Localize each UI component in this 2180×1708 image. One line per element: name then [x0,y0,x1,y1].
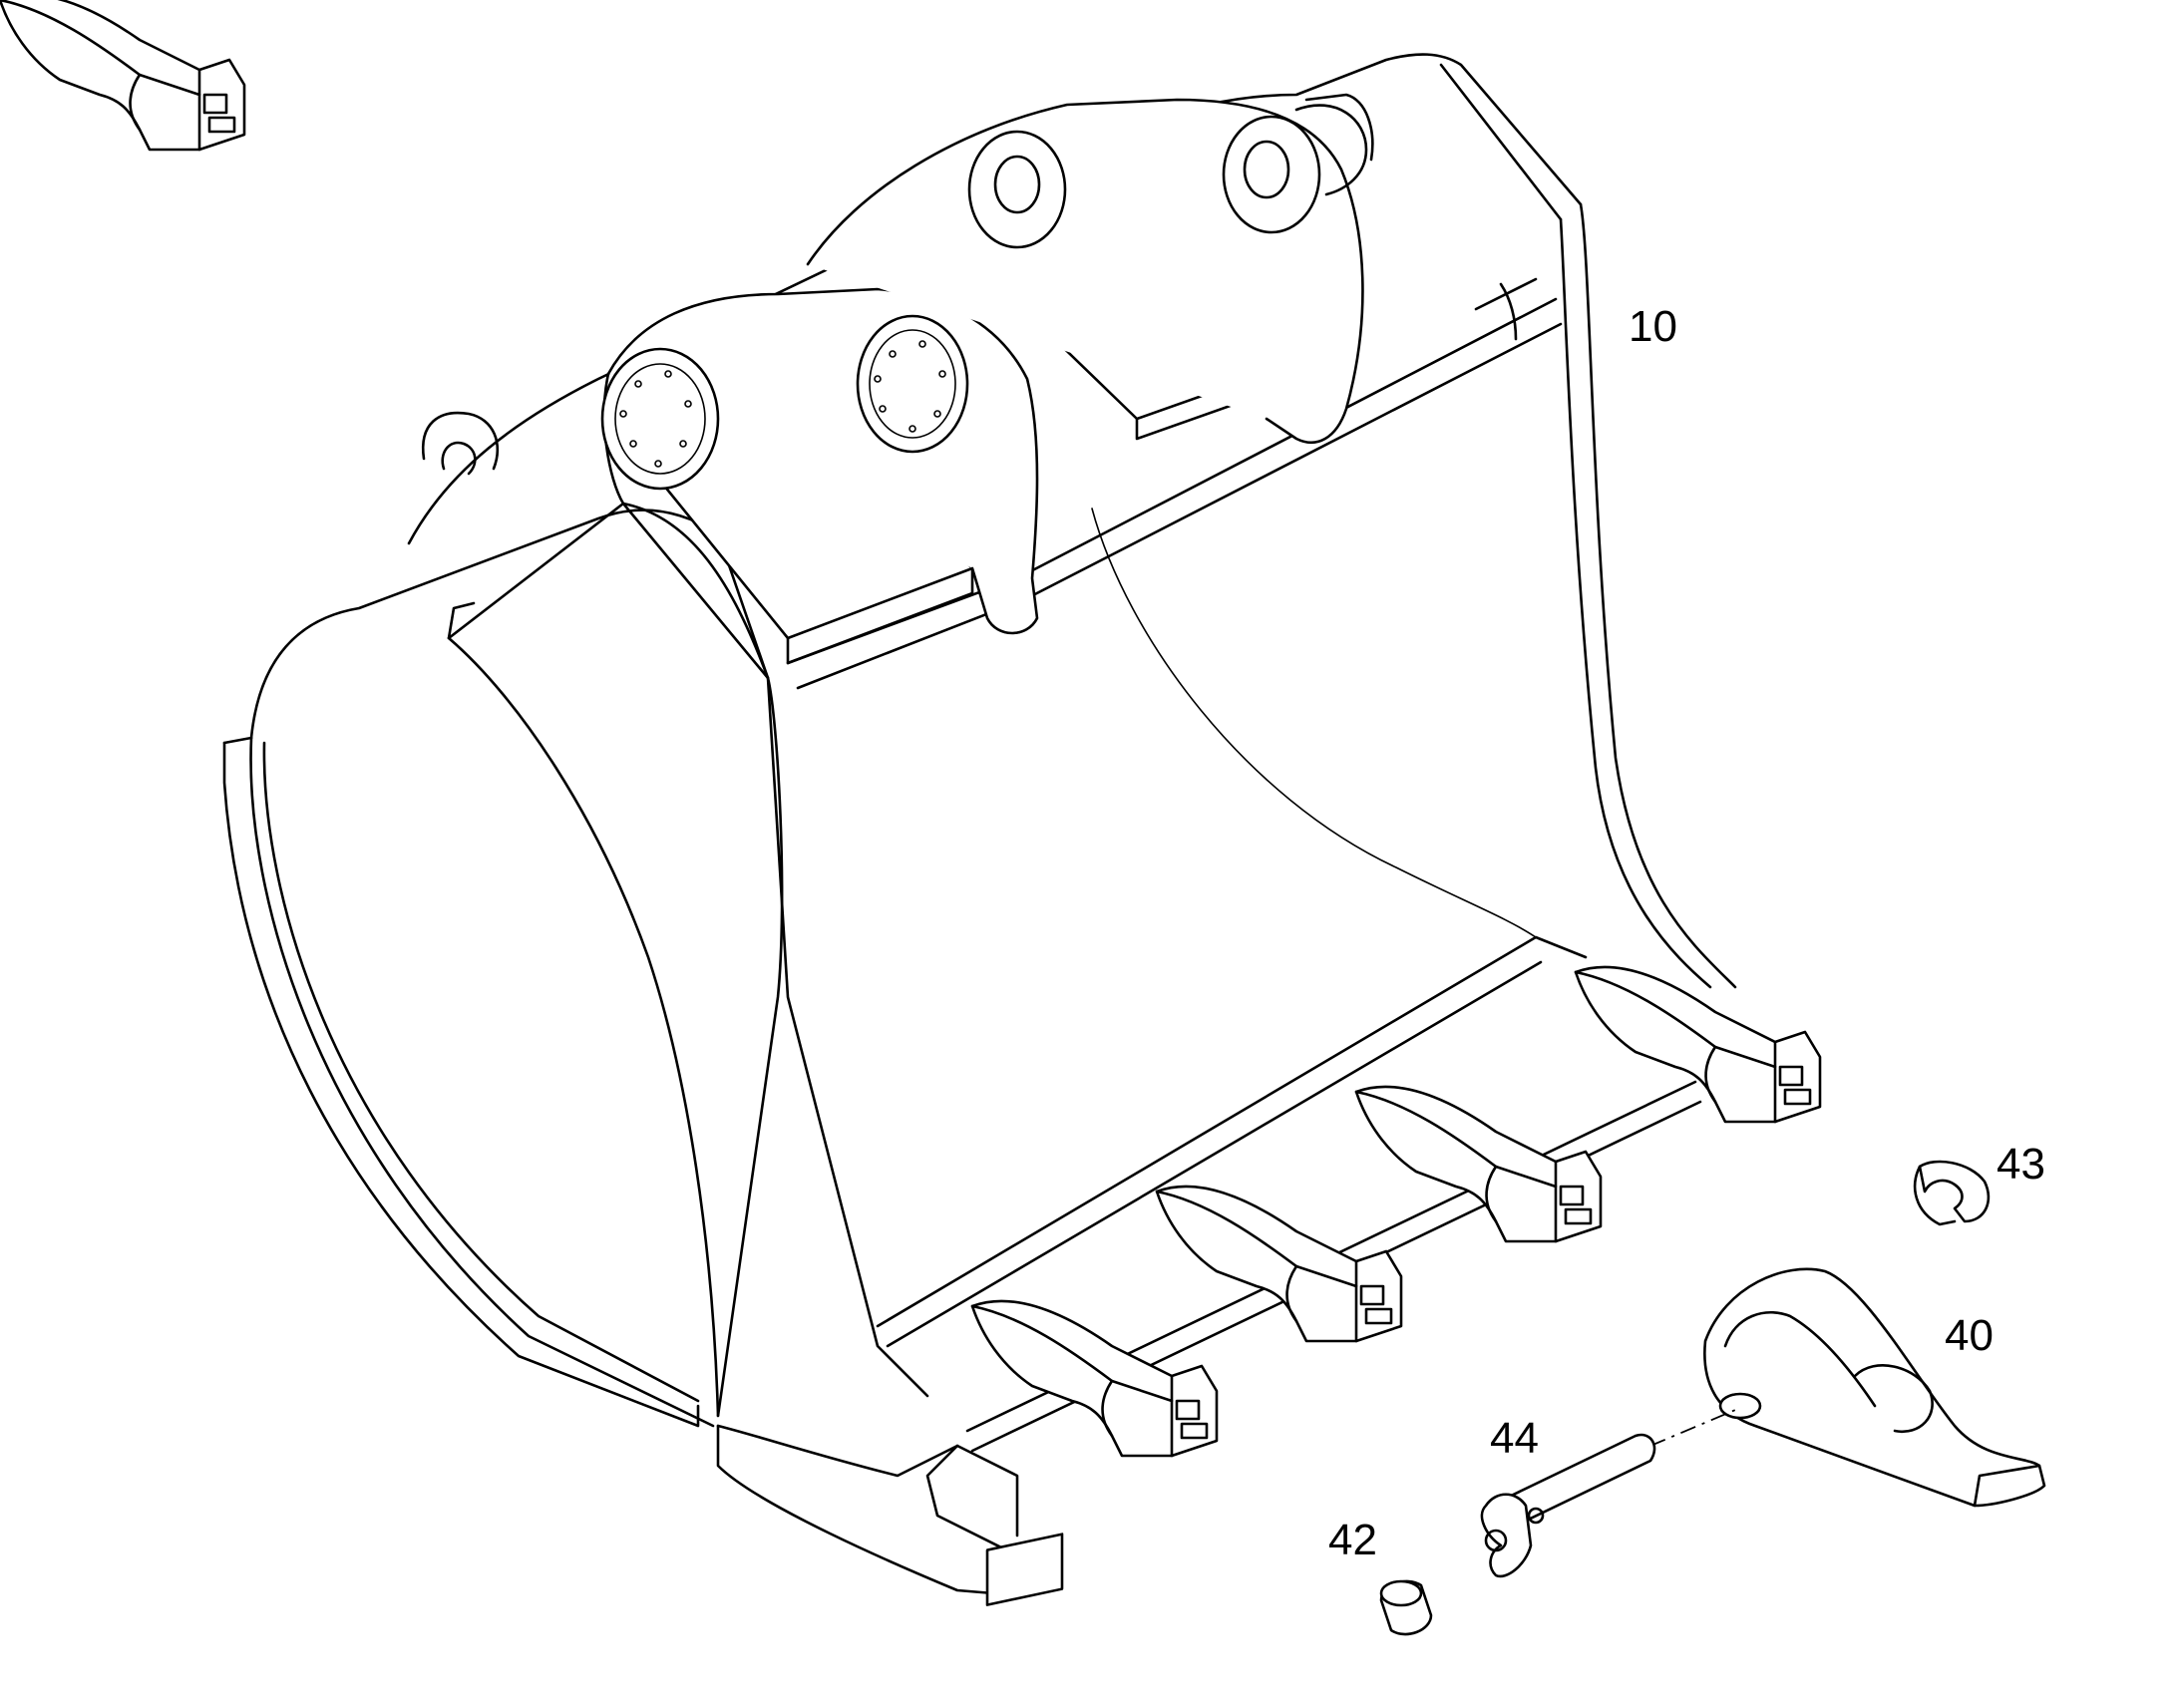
callout-42: 42 [1328,1516,1377,1564]
retainer-part [1379,1579,1433,1636]
tooth-pin-part [1480,1407,1741,1578]
tooth-adapters [0,0,1822,1606]
mounting-brackets [600,93,1374,635]
callout-10: 10 [1629,302,1677,351]
tooth-tip-part [1703,1267,2046,1508]
callout-43: 43 [1997,1140,2045,1189]
callout-44: 44 [1490,1414,1539,1463]
callout-40: 40 [1945,1311,1994,1360]
lock-washer-part [1913,1160,1991,1226]
